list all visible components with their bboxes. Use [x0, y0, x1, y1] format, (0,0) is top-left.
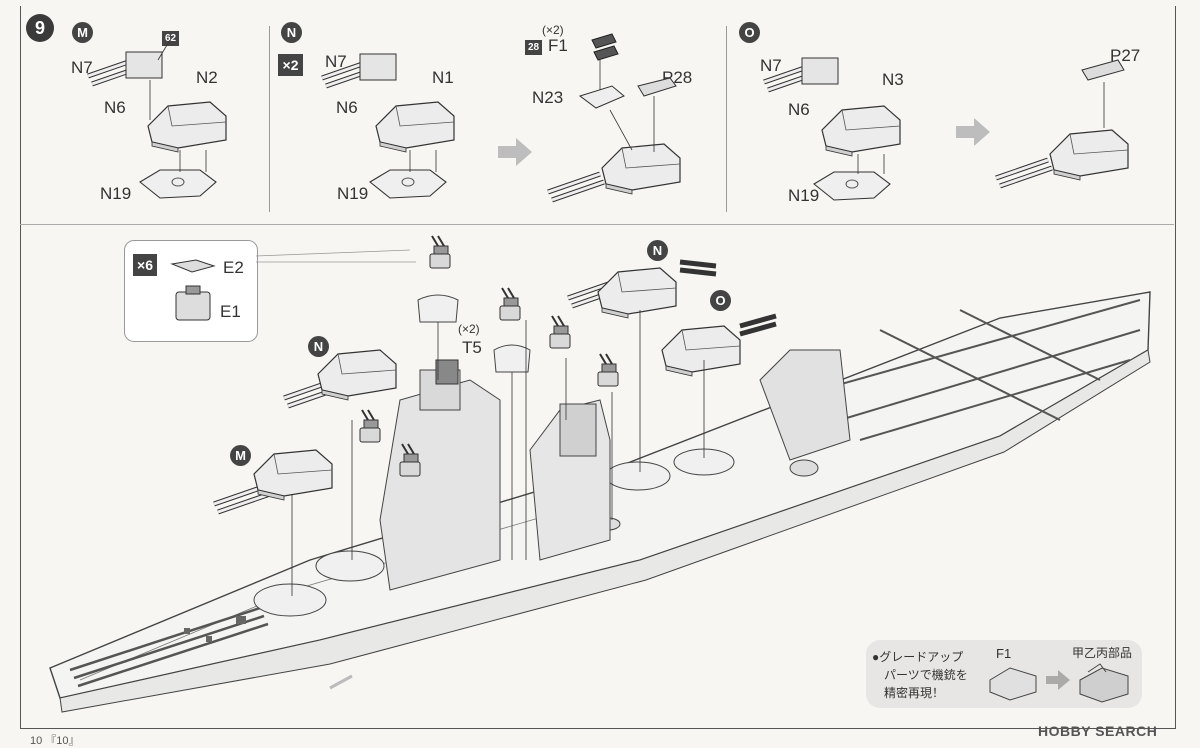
- note-line-1: ●グレードアップ: [872, 650, 964, 664]
- panel-n-tag: N: [281, 22, 302, 43]
- label-n19: N19: [788, 186, 820, 205]
- turret-tag-o: O: [710, 290, 731, 311]
- turret-tag-n: N: [308, 336, 329, 357]
- step-number-badge: 9: [26, 14, 54, 42]
- part-28-badge: 28: [525, 40, 542, 55]
- label-n19: N19: [337, 184, 369, 203]
- label-n1: N1: [432, 68, 454, 87]
- label-e1: E1: [220, 302, 241, 321]
- label-f1: F1: [548, 36, 568, 55]
- panel-divider: [269, 26, 270, 212]
- label-n7: N7: [325, 52, 347, 71]
- watermark: HOBBY SEARCH: [1038, 723, 1158, 739]
- label-e2: E2: [223, 258, 244, 277]
- turret-tag-n: N: [647, 240, 668, 261]
- multiplier-x6: ×6: [133, 254, 157, 276]
- note-label-kit-parts: 甲乙丙部品: [1072, 646, 1133, 660]
- label-n19: N19: [100, 184, 132, 203]
- panel-o-tag: O: [739, 22, 760, 43]
- label-n6: N6: [104, 98, 126, 117]
- label-n6: N6: [336, 98, 358, 117]
- panel-m-tag: M: [72, 22, 93, 43]
- part-62-badge: 62: [162, 31, 179, 46]
- label-n6: N6: [788, 100, 810, 119]
- label-t5: T5: [462, 338, 482, 357]
- note-label-f1: F1: [996, 646, 1012, 661]
- note-line-2: パーツで機銃を: [884, 668, 968, 682]
- panel-divider: [726, 26, 727, 212]
- label-n23: N23: [532, 88, 564, 107]
- multiplier-x2: ×2: [278, 54, 303, 76]
- instruction-frame: [20, 6, 1176, 729]
- section-divider: [20, 224, 1174, 225]
- next-step-label: 10 『10』: [30, 735, 80, 747]
- label-n3: N3: [882, 70, 904, 89]
- label-n2: N2: [196, 68, 218, 87]
- note-line-3: 精密再現！: [884, 686, 945, 700]
- label-n7: N7: [760, 56, 782, 75]
- turret-tag-m: M: [230, 445, 251, 466]
- label-n7: N7: [71, 58, 93, 77]
- qty-x2: (×2): [458, 322, 480, 336]
- qty-x2: (×2): [542, 23, 564, 37]
